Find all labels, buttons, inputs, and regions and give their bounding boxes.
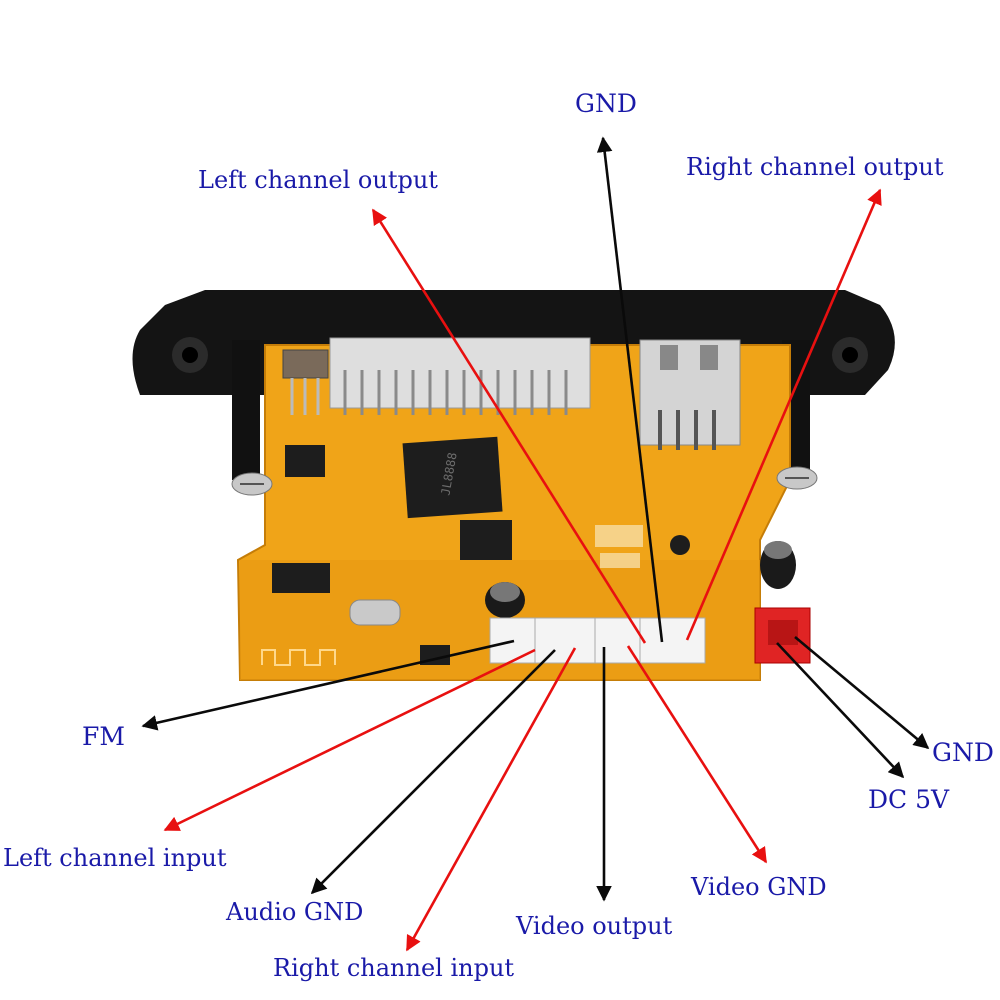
arrow-left-channel-input	[163, 648, 536, 832]
label-gnd-power: GND	[932, 738, 994, 767]
bezel-post-left	[232, 340, 260, 480]
label-right-channel-output: Right channel output	[686, 153, 944, 181]
arrow-video-gnd	[626, 645, 768, 864]
usb-port	[639, 339, 741, 446]
label-dc-5v: DC 5V	[868, 785, 950, 814]
label-gnd-top: GND	[575, 89, 637, 118]
capacitor-right	[760, 541, 796, 589]
label-left-channel-input: Left channel input	[3, 844, 227, 872]
display-connector	[329, 337, 591, 409]
label-video-gnd: Video GND	[690, 873, 827, 901]
arrow-gnd-top	[596, 136, 664, 643]
arrow-gnd-power	[794, 636, 930, 749]
arrow-right-channel-input	[405, 647, 577, 952]
arrow-audio-gnd	[310, 649, 556, 895]
label-fm: FM	[82, 722, 125, 751]
label-right-channel-input: Right channel input	[273, 954, 514, 982]
crystal-oscillator	[349, 599, 401, 626]
connector-audio-out	[639, 617, 706, 664]
labels: GND Left channel output Right channel ou…	[3, 89, 994, 982]
arrow-fm	[141, 639, 515, 731]
label-video-output: Video output	[515, 912, 673, 940]
fm-antenna-trace	[261, 649, 336, 666]
arrow-dc-5v	[776, 642, 905, 779]
chip-lower-left	[272, 563, 330, 593]
capacitor-left	[485, 582, 525, 618]
arrow-left-channel-output	[371, 208, 647, 644]
label-audio-gnd: Audio GND	[225, 898, 363, 926]
chip-left	[285, 445, 325, 477]
screw-right	[776, 466, 818, 490]
arrow-right-channel-output	[685, 188, 882, 641]
transistor	[670, 535, 690, 555]
connector-audio-in	[534, 617, 596, 664]
mp3-module: JL8888	[132, 290, 895, 681]
chip-mid	[460, 520, 512, 560]
screw-left	[231, 472, 273, 496]
connector-pins	[343, 370, 568, 415]
arrows	[141, 136, 930, 952]
label-left-channel-output: Left channel output	[198, 166, 438, 194]
main-chip	[402, 436, 503, 519]
ir-receiver	[282, 349, 329, 379]
